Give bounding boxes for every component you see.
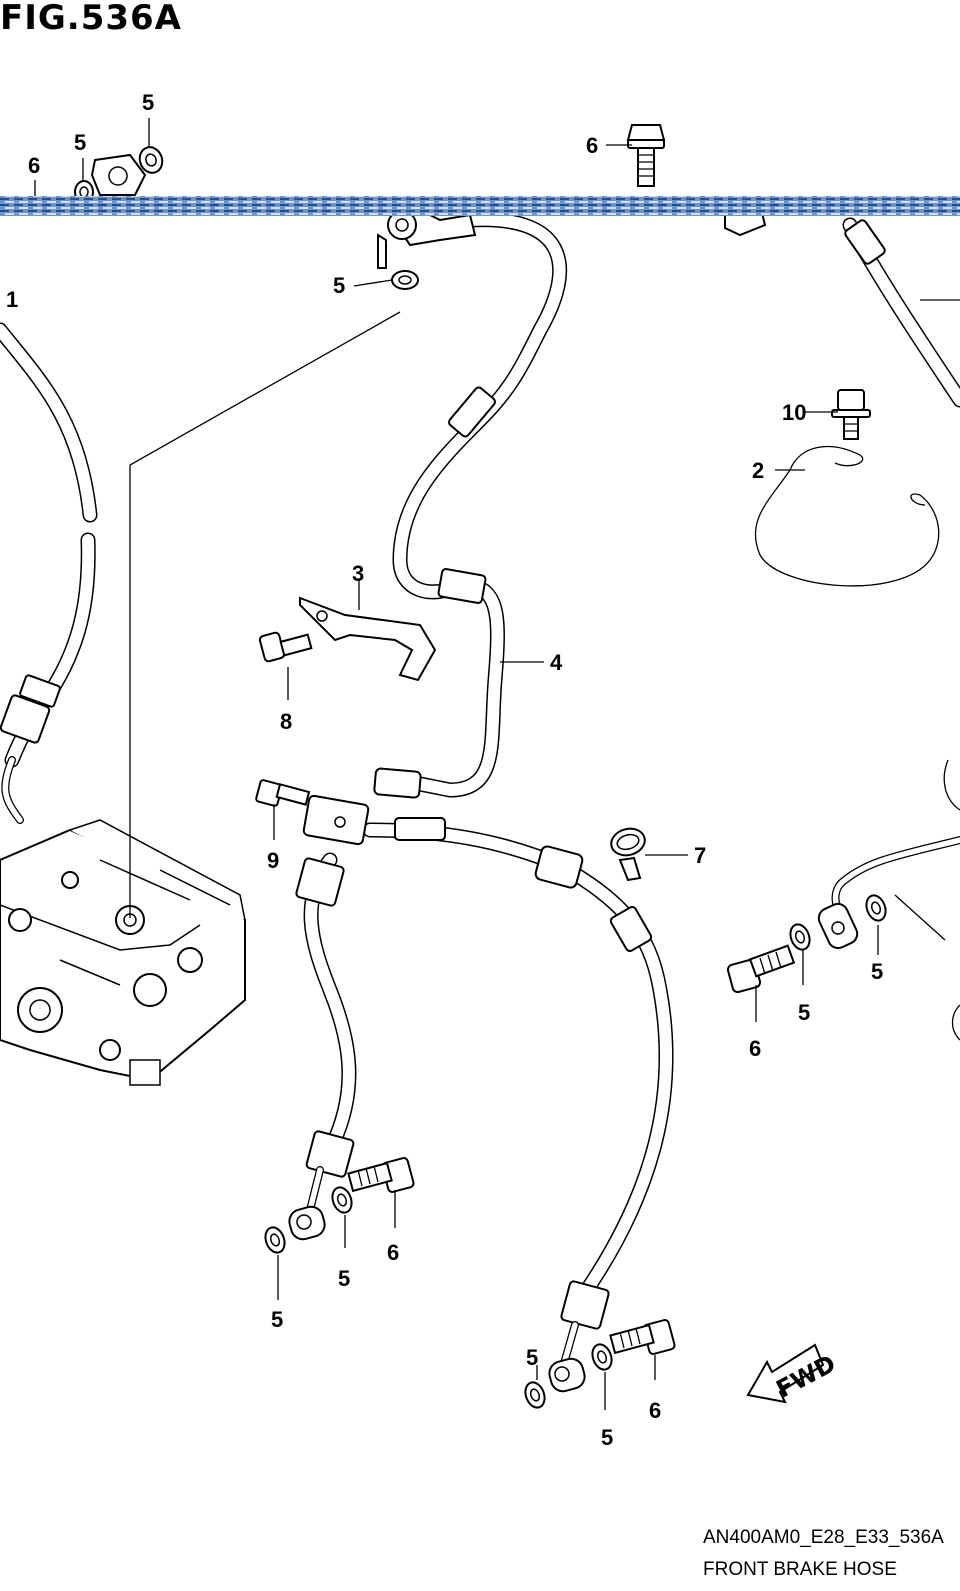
callout-6: 6 — [749, 1036, 761, 1061]
callout-5: 5 — [74, 130, 86, 155]
scan-band — [0, 196, 960, 216]
callout-5: 5 — [798, 1000, 810, 1025]
forward-direction-arrow: FWD — [746, 1343, 840, 1404]
brake-hose-4 — [373, 208, 568, 799]
figure-title: FIG.536A — [0, 0, 182, 38]
callout-5: 5 — [526, 1345, 538, 1370]
callout-9: 9 — [267, 848, 279, 873]
callout-1: 1 — [6, 287, 18, 312]
bolt-9 — [255, 779, 311, 807]
bolt-6-right — [726, 944, 796, 994]
bolt-6-top — [626, 124, 666, 187]
callout-6: 6 — [28, 153, 40, 178]
callout-3: 3 — [352, 561, 364, 586]
clip-2 — [754, 445, 940, 587]
clamp-7 — [610, 827, 646, 882]
callout-7: 7 — [694, 843, 706, 868]
callout-6: 6 — [586, 133, 598, 158]
bolt-6-top-left — [90, 153, 147, 196]
left-brake-hose — [0, 322, 98, 824]
callout-5: 5 — [338, 1266, 350, 1291]
bracket-3 — [299, 596, 437, 682]
callout-5: 5 — [871, 959, 883, 984]
lower-hoses — [288, 794, 674, 1393]
callout-4: 4 — [550, 650, 563, 675]
diagram-name: FRONT BRAKE HOSE — [703, 1559, 897, 1580]
callout-labels: 5 5 6 6 5 1 10 2 3 4 8 9 7 5 5 6 6 5 5 5… — [6, 90, 883, 1450]
callout-5: 5 — [142, 90, 154, 115]
bolt-8 — [258, 631, 313, 663]
callout-5: 5 — [601, 1425, 613, 1450]
right-pipe — [817, 759, 960, 1041]
callout-5: 5 — [271, 1307, 283, 1332]
bolt-6-lower-left — [347, 1157, 415, 1193]
leader-lines — [34, 118, 960, 1410]
callout-8: 8 — [280, 709, 292, 734]
bolt-6-lower-right — [609, 1319, 676, 1355]
diagram-reference-code: AN400AM0_E28_E33_536A — [703, 1527, 944, 1548]
bolt-10 — [831, 389, 871, 440]
union-bolts — [90, 124, 871, 1355]
callout-2: 2 — [752, 458, 764, 483]
callout-6: 6 — [649, 1398, 661, 1423]
callout-6: 6 — [387, 1240, 399, 1265]
abs-unit — [0, 819, 246, 1086]
callout-10: 10 — [782, 400, 806, 425]
callout-5: 5 — [333, 273, 345, 298]
right-upper-hose — [724, 203, 960, 408]
